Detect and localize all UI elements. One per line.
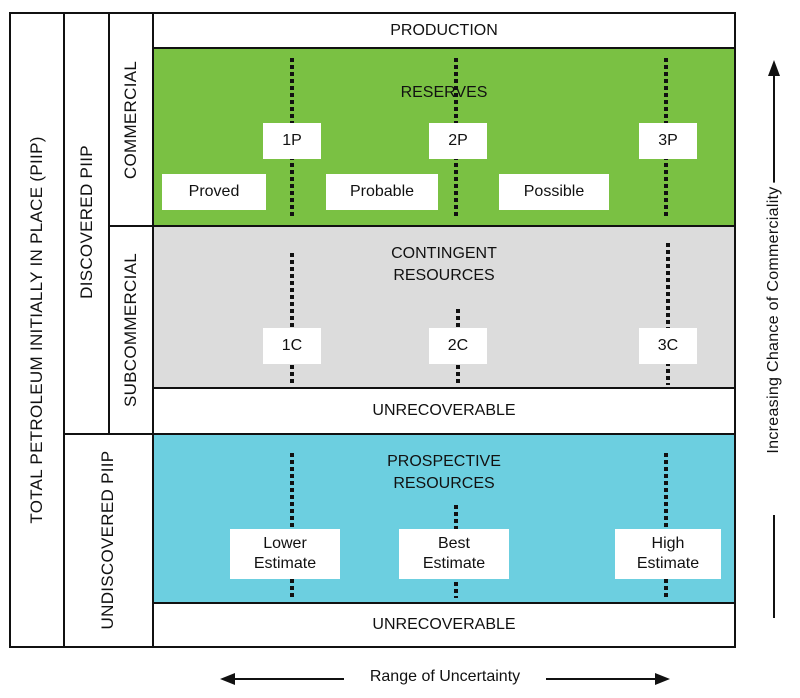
best-estimate-line1: Best <box>437 535 470 552</box>
discovered-piip-label: DISCOVERED PIIP <box>77 145 96 299</box>
prospective-title-line2: RESOURCES <box>393 475 495 492</box>
subcommercial-label: SUBCOMMERCIAL <box>121 252 140 408</box>
reserves-title: RESERVES <box>400 84 488 101</box>
contingent-title-line1: CONTINGENT <box>391 245 497 262</box>
lower-estimate-line1: Lower <box>263 535 307 552</box>
lower-estimate-label: Lower Estimate <box>230 529 340 579</box>
contingent-3c-dotted-line <box>666 243 670 385</box>
undiscovered-piip-label: UNDISCOVERED PIIP <box>98 450 117 630</box>
commercial-label: COMMERCIAL <box>121 60 140 180</box>
prospective-title: PROSPECTIVE RESOURCES <box>154 451 734 495</box>
horizontal-axis-label: Range of Uncertainty <box>369 668 521 685</box>
reserves-3p-label: 3P <box>639 123 697 159</box>
proved-label: Proved <box>162 174 266 210</box>
best-estimate-label: Best Estimate <box>399 529 509 579</box>
horizontal-double-arrow-icon <box>220 673 670 685</box>
contingent-1c-label: 1C <box>263 328 321 364</box>
unrecoverable-undiscovered-label: UNRECOVERABLE <box>372 616 516 633</box>
contingent-resources-band: CONTINGENT RESOURCES 1C 2C 3C <box>152 225 736 389</box>
vertical-axis-label: Increasing Chance of Commerciality <box>765 182 783 458</box>
lower-estimate-line2: Estimate <box>253 555 317 572</box>
total-piip-label: TOTAL PETROLEUM INITIALLY IN PLACE (PIIP… <box>27 136 46 524</box>
prospective-resources-band: PROSPECTIVE RESOURCES Lower Estimate Bes… <box>152 433 736 604</box>
contingent-3c-label: 3C <box>639 328 697 364</box>
prospective-title-line1: PROSPECTIVE <box>387 453 501 470</box>
reserves-1p-label: 1P <box>263 123 321 159</box>
production-band: PRODUCTION <box>152 12 736 49</box>
reserves-2p-label: 2P <box>429 123 487 159</box>
unrecoverable-discovered-label: UNRECOVERABLE <box>372 402 516 419</box>
production-label: PRODUCTION <box>390 21 498 39</box>
high-estimate-line1: High <box>651 535 685 552</box>
probable-label: Probable <box>326 174 438 210</box>
unrecoverable-discovered-band: UNRECOVERABLE <box>152 387 736 435</box>
high-estimate-dotted-line <box>664 453 668 598</box>
contingent-title: CONTINGENT RESOURCES <box>154 243 734 287</box>
high-estimate-line2: Estimate <box>636 555 700 572</box>
contingent-title-line2: RESOURCES <box>393 267 495 284</box>
possible-label: Possible <box>499 174 609 210</box>
contingent-2c-label: 2C <box>429 328 487 364</box>
contingent-1c-dotted-line <box>290 253 294 385</box>
reserves-band: RESERVES 1P 2P 3P Proved Probable Possib… <box>152 47 736 227</box>
low-estimate-dotted-line <box>290 453 294 598</box>
high-estimate-label: High Estimate <box>615 529 721 579</box>
unrecoverable-undiscovered-band: UNRECOVERABLE <box>152 602 736 648</box>
best-estimate-line2: Estimate <box>422 555 486 572</box>
